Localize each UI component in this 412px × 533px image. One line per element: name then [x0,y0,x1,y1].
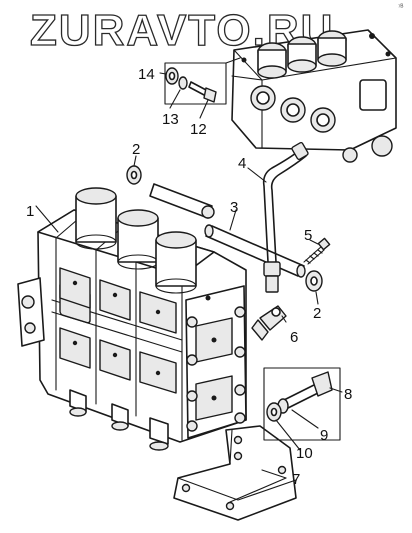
callout-5: 5 [304,227,312,244]
bolt-5 [303,237,331,265]
corner-mark: ⁷ᴮ [398,4,404,11]
watermark-text: ZURAVTO.RU [30,6,334,55]
callout-3: 3 [230,199,238,216]
callout-4: 4 [238,155,246,172]
bolt-washer-kit-lower [263,367,341,441]
callout-1: 1 [26,203,34,220]
callout-2-upper: 2 [132,141,140,158]
callout-14: 14 [138,66,155,83]
callout-10: 10 [296,445,313,462]
callout-9: 9 [320,427,328,444]
mounting-bracket-7 [173,425,297,521]
bolt-washer-kit-upper [164,57,241,105]
callout-12: 12 [190,121,207,138]
bent-tube-4 [262,141,309,293]
elbow-fitting-6 [251,305,287,341]
callout-labels: 1 2 3 4 5 2 6 7 8 9 10 12 13 14 [26,66,352,488]
upper-valve-block [231,29,397,163]
main-valve-block [17,183,247,451]
callout-7: 7 [292,471,300,488]
callout-2-lower: 2 [313,305,321,322]
washer-2-upper [126,165,142,185]
leader-lines [35,72,343,503]
callout-8: 8 [344,386,352,403]
callout-13: 13 [162,111,179,128]
callout-6: 6 [290,329,298,346]
washer-2-lower [305,270,323,292]
